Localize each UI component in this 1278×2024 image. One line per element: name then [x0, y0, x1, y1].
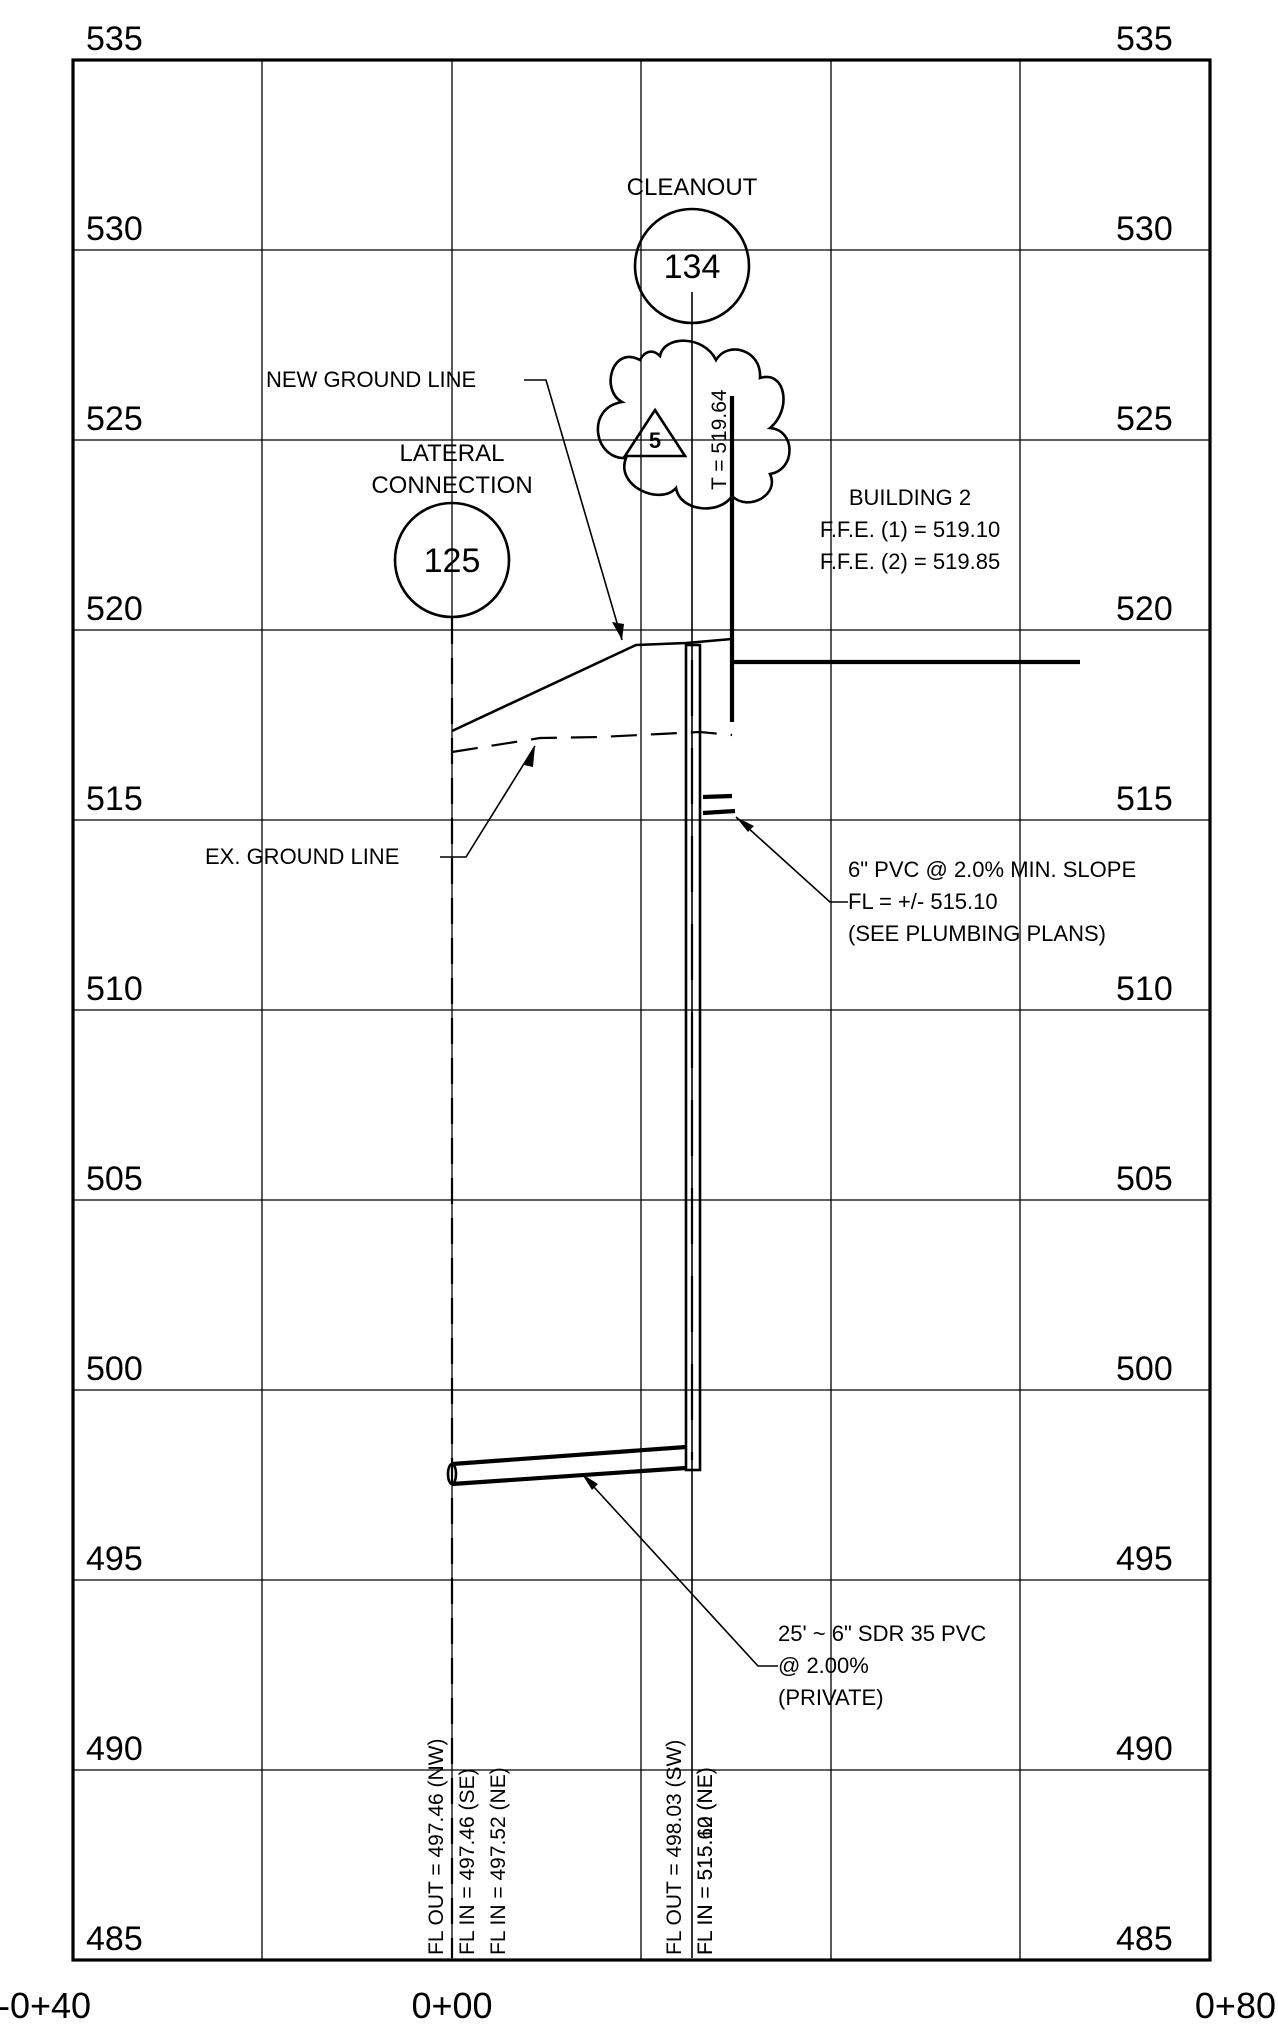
station-grid-lines [261, 60, 1021, 1960]
elevation-label: 485 [86, 1920, 143, 1958]
profile-frame [71, 58, 1212, 1962]
elevation-label: 535 [86, 20, 143, 58]
elevation-label: 495 [86, 1540, 143, 1578]
cleanout-label: CLEANOUT [627, 174, 758, 201]
lateral-label-line2: CONNECTION [371, 472, 532, 499]
pipe-note-line2: @ 2.00% [778, 1653, 869, 1678]
elevation-label: 535 [1116, 20, 1173, 58]
cleanout-flowlines: FL OUT = 498.03 (SW) FL IN = 515.62 (NE)… [663, 1740, 717, 1955]
elevation-label: 490 [1116, 1730, 1173, 1768]
elevation-label: 505 [86, 1160, 143, 1198]
lateral-number: 125 [424, 542, 481, 580]
service-pipe-callout: 6" PVC @ 2.0% MIN. SLOPE FL = +/- 515.10… [735, 816, 1136, 946]
station-labels: -0+40 0+00 0+80 [0, 1985, 1276, 2024]
pipe-note-line3: (PRIVATE) [778, 1685, 884, 1710]
service-stubs [702, 793, 736, 816]
lateral-flowline: FL IN = 497.46 (SE) [456, 1768, 479, 1955]
elevation-label: 525 [1116, 400, 1173, 438]
revision-cloud: 5 T = 519.64 [596, 339, 791, 510]
cleanout-structure-bubble [633, 207, 751, 325]
cleanout-flowline: FL IN = 515.62 (NE) [694, 1767, 717, 1955]
elevation-label: 500 [1116, 1350, 1173, 1388]
elevation-label: 490 [86, 1730, 143, 1768]
lateral-flowline: FL IN = 497.52 (NE) [487, 1767, 510, 1955]
lateral-pipe-callout: 25' ~ 6" SDR 35 PVC @ 2.00% (PRIVATE) [581, 1473, 986, 1710]
elevation-label: 525 [86, 400, 143, 438]
elevation-label: 520 [1116, 590, 1173, 628]
elevation-label: 510 [1116, 970, 1173, 1008]
new-ground-label: NEW GROUND LINE [266, 367, 476, 392]
elevation-labels-left: 535 530 525 520 515 510 505 500 495 490 … [86, 20, 143, 1958]
lateral-flowline: FL OUT = 497.46 (NW) [425, 1739, 448, 1955]
lateral-pipe [446, 1444, 687, 1487]
elevation-label: 520 [86, 590, 143, 628]
new-ground-callout: NEW GROUND LINE [266, 367, 624, 641]
elevation-label: 515 [86, 780, 143, 818]
lateral-label-line1: LATERAL [400, 440, 505, 467]
lateral-flowlines: FL OUT = 497.46 (NW) FL IN = 497.46 (SE)… [425, 1739, 510, 1955]
building-wall [729, 396, 1080, 722]
elevation-label: 495 [1116, 1540, 1173, 1578]
elevation-label: 530 [86, 210, 143, 248]
cleanout-number: 134 [664, 248, 721, 286]
lateral-structure-bubble [393, 501, 511, 619]
revision-number: 5 [649, 428, 661, 453]
cleanout-riser [684, 292, 702, 1958]
cleanout-flowline: FL IN = 515.10 (NE) [694, 1767, 717, 1955]
elevation-label: 510 [86, 970, 143, 1008]
building-info: BUILDING 2 F.F.E. (1) = 519.10 F.F.E. (2… [820, 485, 1000, 574]
elevation-label: 530 [1116, 210, 1173, 248]
building-name: BUILDING 2 [849, 485, 971, 510]
lateral-connection-callout: LATERAL CONNECTION 125 [371, 440, 533, 619]
elevation-label: 515 [1116, 780, 1173, 818]
elevation-label: 500 [86, 1350, 143, 1388]
station-label-left: -0+40 [0, 1985, 91, 2024]
service-note-line1: 6" PVC @ 2.0% MIN. SLOPE [848, 857, 1136, 882]
cleanout-flowline: FL OUT = 498.03 (SW) [663, 1740, 686, 1955]
elevation-label: 505 [1116, 1160, 1173, 1198]
existing-ground-line [451, 730, 733, 754]
building-ffe-1: F.F.E. (1) = 519.10 [820, 517, 1000, 542]
station-label-center: 0+00 [411, 1985, 492, 2024]
elevation-labels-right: 535 530 525 520 515 510 505 500 495 490 … [1116, 20, 1173, 1958]
station-label-right: 0+80 [1195, 1985, 1276, 2024]
new-ground-line [451, 637, 733, 733]
top-elevation: T = 519.64 [708, 389, 731, 490]
pipe-note-line1: 25' ~ 6" SDR 35 PVC [778, 1621, 986, 1646]
elevation-label: 485 [1116, 1920, 1173, 1958]
service-note-line2: FL = +/- 515.10 [848, 889, 998, 914]
building-ffe-2: F.F.E. (2) = 519.85 [820, 549, 1000, 574]
existing-ground-callout: EX. GROUND LINE [205, 745, 536, 869]
revision-delta-icon [622, 407, 688, 458]
cleanout-callout: CLEANOUT 134 [627, 174, 758, 325]
service-note-line3: (SEE PLUMBING PLANS) [848, 921, 1106, 946]
ex-ground-label: EX. GROUND LINE [205, 844, 399, 869]
